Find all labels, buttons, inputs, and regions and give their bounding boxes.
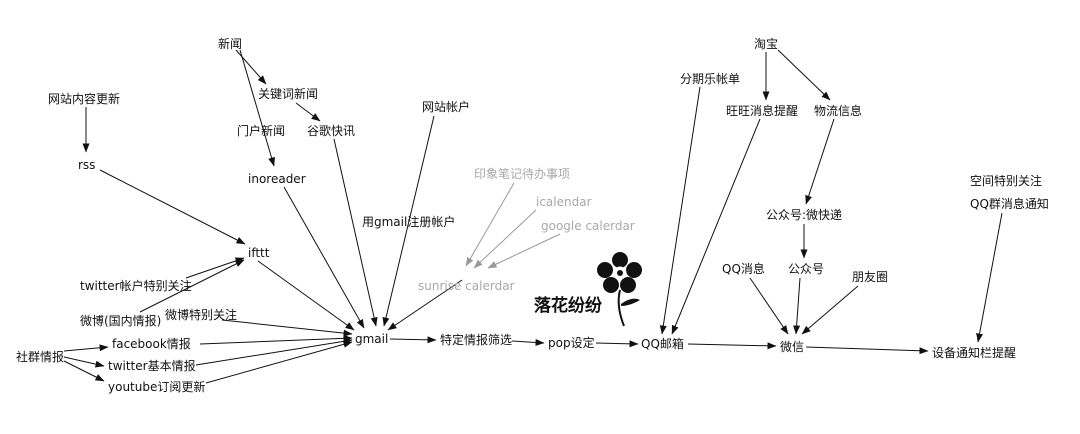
edge-qqmail-weixin: [687, 342, 777, 350]
node-xinwen: 新闻: [218, 36, 242, 51]
edge-wangwang-qqmail: [671, 118, 761, 335]
node-taobao: 淘宝: [754, 37, 778, 51]
node-wuliu: 物流信息: [814, 103, 862, 118]
edge-guge-gmail: [333, 138, 378, 327]
edge-wuliu-gzh: [805, 118, 835, 205]
node-inoreader: inoreader: [248, 172, 306, 186]
edge-gmail-teding: [389, 336, 437, 344]
edge-yinxiang-sunrise: [465, 182, 515, 267]
edge-sunrise-gmail: [387, 279, 463, 331]
node-google-calendar: google calerdar: [541, 219, 635, 233]
node-gmail: gmail: [355, 332, 388, 346]
edge-shequn-twitter: [63, 356, 105, 368]
node-youtube: youtube订阅更新: [108, 379, 205, 394]
edge-icalendar-sunrise: [473, 209, 537, 269]
edge-pengyouquan-weixin: [801, 285, 859, 335]
node-weixin: 微信: [780, 340, 804, 354]
edge-gzh-weixin: [793, 277, 801, 335]
edges: [63, 49, 1003, 384]
node-weibo-guanzhu: 微博特别关注: [165, 307, 237, 322]
edge-googlecal-sunrise: [487, 233, 561, 269]
edge-guanjianci-guge: [295, 102, 321, 122]
edge-zhanghu-gmail: [382, 115, 435, 327]
node-wangwang: 旺旺消息提醒: [726, 103, 798, 118]
edge-teding-pop: [511, 338, 545, 346]
node-shequn: 社群情报: [16, 349, 64, 364]
node-rss: rss: [78, 158, 95, 172]
node-twitter-zhanghu: twitter帐户特别关注: [80, 278, 192, 293]
node-menhu: 门户新闻: [237, 123, 285, 138]
edge-shequn-facebook: [63, 344, 109, 352]
edge-shequn-youtube: [63, 360, 105, 382]
edge-twitter-ifttt: [185, 257, 245, 279]
node-qqxiaoxi: QQ消息: [722, 261, 765, 276]
edge-fenqile-qqmail: [659, 86, 701, 335]
node-fenqile: 分期乐帐单: [680, 71, 740, 86]
node-guge: 谷歌快讯: [307, 123, 355, 138]
node-gongzhonghao: 公众号: [788, 262, 824, 276]
node-guanjianci: 关键词新闻: [258, 86, 318, 101]
node-weibo-guonei: 微博(国内情报): [80, 313, 161, 328]
edge-pop-qqmail: [595, 340, 639, 348]
node-wangzhan-zhanghu: 网站帐户: [422, 99, 470, 114]
edge-xinwen-guanjianci: [235, 49, 267, 85]
node-pengyouquan: 朋友圈: [852, 270, 888, 284]
watermark-text: 落花纷纷: [534, 295, 603, 316]
node-yinxiang: 印象笔记待办事项: [474, 166, 570, 181]
node-ifttt: ifttt: [248, 246, 270, 260]
edge-twitterjb-gmail: [195, 337, 353, 366]
node-sunrise: sunrise calerdar: [418, 279, 515, 293]
edge-rss-ifttt: [99, 169, 246, 245]
edge-weibo-gmail: [221, 319, 353, 337]
edge-youtube-gmail: [205, 340, 353, 384]
edge-weixin-shebei: [805, 346, 929, 355]
node-qqqun: QQ群消息通知: [970, 196, 1049, 211]
edge-qqxiaoxi-weixin: [749, 277, 789, 335]
edge-qqqun-shebei: [976, 212, 1003, 343]
node-pop: pop设定: [548, 335, 595, 350]
watermark-logo: 落花纷纷: [534, 252, 642, 327]
node-twitter-jiben: twitter基本情报: [108, 358, 196, 373]
edge-xinwen-menhu: [239, 49, 275, 167]
node-teding: 特定情报筛选: [440, 332, 512, 347]
nodes: 新闻 网站内容更新 关键词新闻 门户新闻 谷歌快讯 网站帐户 rss inore…: [16, 36, 1049, 394]
edge-ifttt-gmail: [257, 260, 355, 331]
node-icalendar: icalendar: [536, 195, 592, 209]
node-gzh-wkd: 公众号:微快递: [766, 208, 842, 222]
edge-facebook-gmail: [199, 334, 353, 345]
node-wangzhan-neirong: 网站内容更新: [48, 91, 120, 106]
node-kongjian: 空间特别关注: [970, 173, 1042, 188]
edge-taobao-wuliu: [777, 49, 831, 101]
node-gmail-zhuce: 用gmail注册帐户: [362, 214, 455, 229]
edge-weibo-ifttt: [139, 259, 245, 313]
node-shebei: 设备通知栏提醒: [932, 345, 1016, 360]
node-qqmail: QQ邮箱: [641, 336, 684, 351]
node-facebook: facebook情报: [112, 336, 191, 351]
flower-icon: [597, 252, 642, 327]
edge-inoreader-gmail: [283, 186, 365, 329]
